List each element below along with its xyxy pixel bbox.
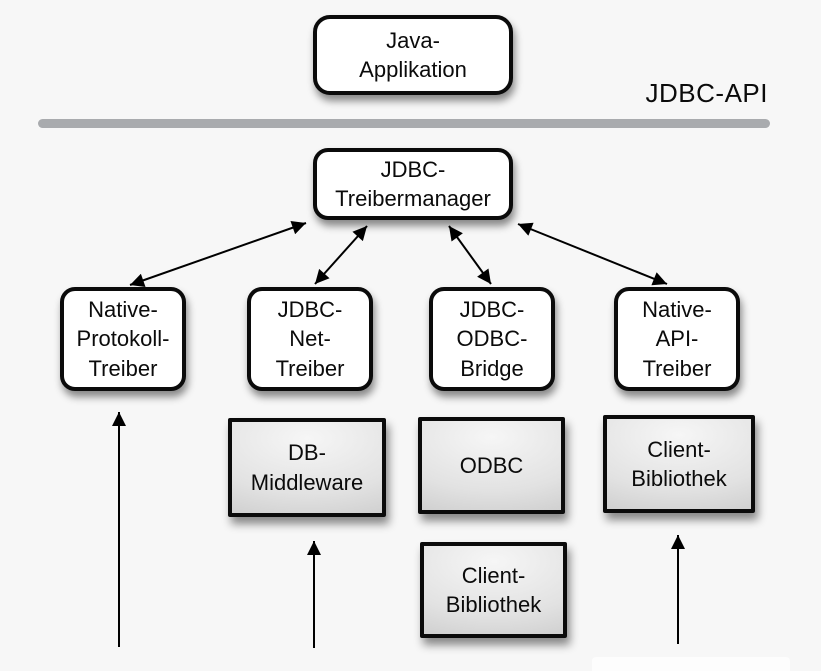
- arrow-treibermanager-jdbc-odbc: [448, 225, 492, 285]
- arrow-treibermanager-native-api: [517, 222, 668, 286]
- jdbc-api-label: JDBC-API: [645, 78, 768, 108]
- node-jdbc-odbc-bridge[interactable]: JDBC- ODBC- Bridge: [429, 287, 555, 391]
- arrow-treibermanager-native-protokoll: [129, 221, 307, 287]
- node-client-bibliothek-bottom-label: Client- Bibliothek: [445, 562, 542, 617]
- node-client-bibliothek-right[interactable]: Client- Bibliothek: [603, 415, 755, 513]
- node-odbc[interactable]: ODBC: [418, 417, 565, 514]
- node-native-protokoll-treiber-label: Native- Protokoll- Treiber: [76, 297, 170, 381]
- node-jdbc-net-treiber[interactable]: JDBC- Net- Treiber: [247, 287, 373, 391]
- node-native-api-treiber-label: Native- API- Treiber: [642, 297, 712, 381]
- node-native-api-treiber[interactable]: Native- API- Treiber: [614, 287, 740, 391]
- node-jdbc-treibermanager[interactable]: JDBC- Treibermanager: [313, 148, 513, 220]
- node-db-middleware-label: DB- Middleware: [250, 440, 364, 495]
- jdbc-api-divider-line: [38, 119, 770, 128]
- node-native-protokoll-treiber[interactable]: Native- Protokoll- Treiber: [60, 287, 186, 391]
- node-db-middleware[interactable]: DB- Middleware: [228, 418, 386, 517]
- node-client-bibliothek-bottom[interactable]: Client- Bibliothek: [420, 542, 567, 638]
- arrow-treibermanager-jdbc-net: [314, 225, 368, 285]
- node-java-applikation[interactable]: Java- Applikation: [313, 15, 513, 95]
- node-client-bibliothek-right-label: Client- Bibliothek: [631, 436, 727, 491]
- node-jdbc-odbc-bridge-label: JDBC- ODBC- Bridge: [456, 297, 528, 381]
- cutoff-box-bottom-right: [592, 657, 790, 671]
- node-jdbc-net-treiber-label: JDBC- Net- Treiber: [275, 297, 345, 381]
- node-java-applikation-label: Java- Applikation: [359, 27, 467, 82]
- node-odbc-label: ODBC: [459, 452, 524, 478]
- node-jdbc-treibermanager-label: JDBC- Treibermanager: [335, 156, 491, 211]
